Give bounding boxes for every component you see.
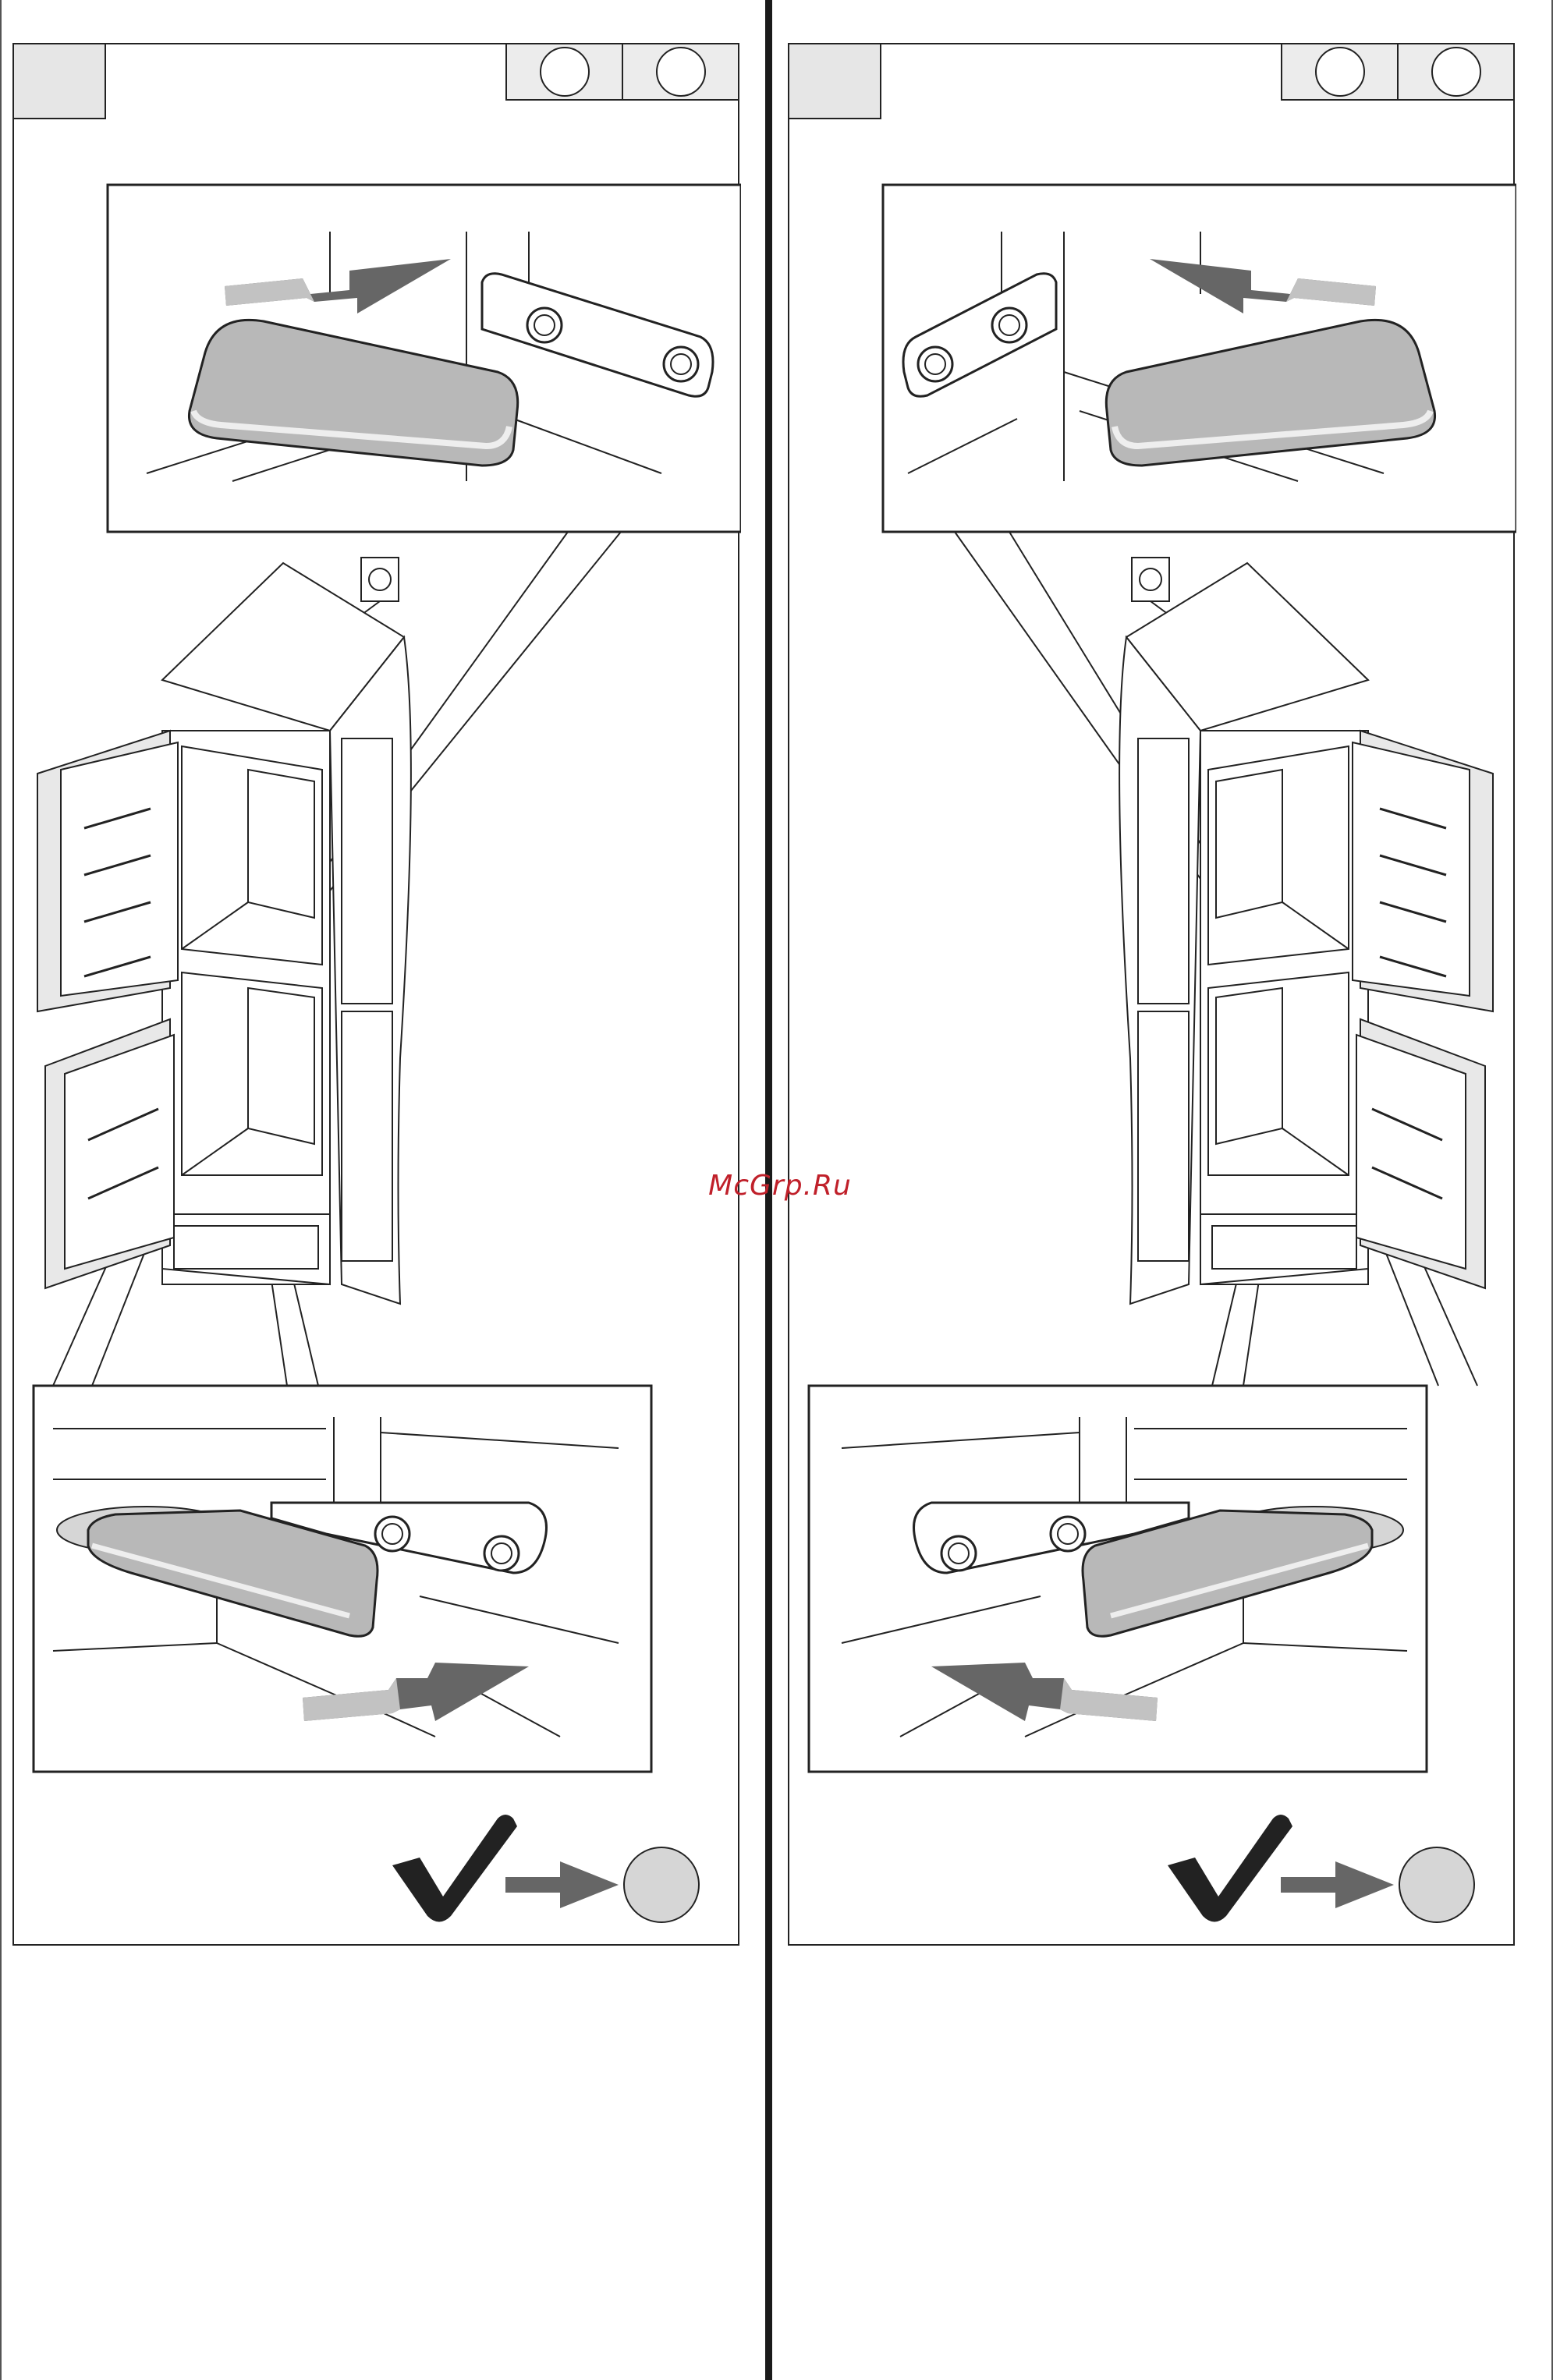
check-icon: [392, 1815, 517, 1922]
fridge-illustration: [1119, 558, 1493, 1304]
fridge-illustration: [37, 558, 411, 1304]
bottom-hinge-detail: [809, 1386, 1427, 1772]
check-icon: [1168, 1815, 1292, 1922]
bottom-hinge-detail: [34, 1386, 651, 1772]
top-hinge-detail: [883, 185, 1516, 532]
confirm-row: [1168, 1815, 1474, 1922]
page-edge-left: [0, 0, 2, 2380]
confirm-row: [392, 1815, 699, 1922]
watermark-text: McGrp.Ru: [702, 1170, 858, 1202]
grey-circle-icon: [624, 1847, 699, 1922]
instruction-panel-left: [12, 43, 739, 1946]
arrow-right-icon: [1281, 1861, 1394, 1908]
top-hinge-detail: [108, 185, 741, 532]
arrow-right-icon: [505, 1861, 619, 1908]
hinge-cover-illustration-right: [789, 44, 1516, 1947]
grey-circle-icon: [1399, 1847, 1474, 1922]
hinge-cover-illustration-left: [14, 44, 741, 1947]
instruction-panel-right: [788, 43, 1515, 1946]
